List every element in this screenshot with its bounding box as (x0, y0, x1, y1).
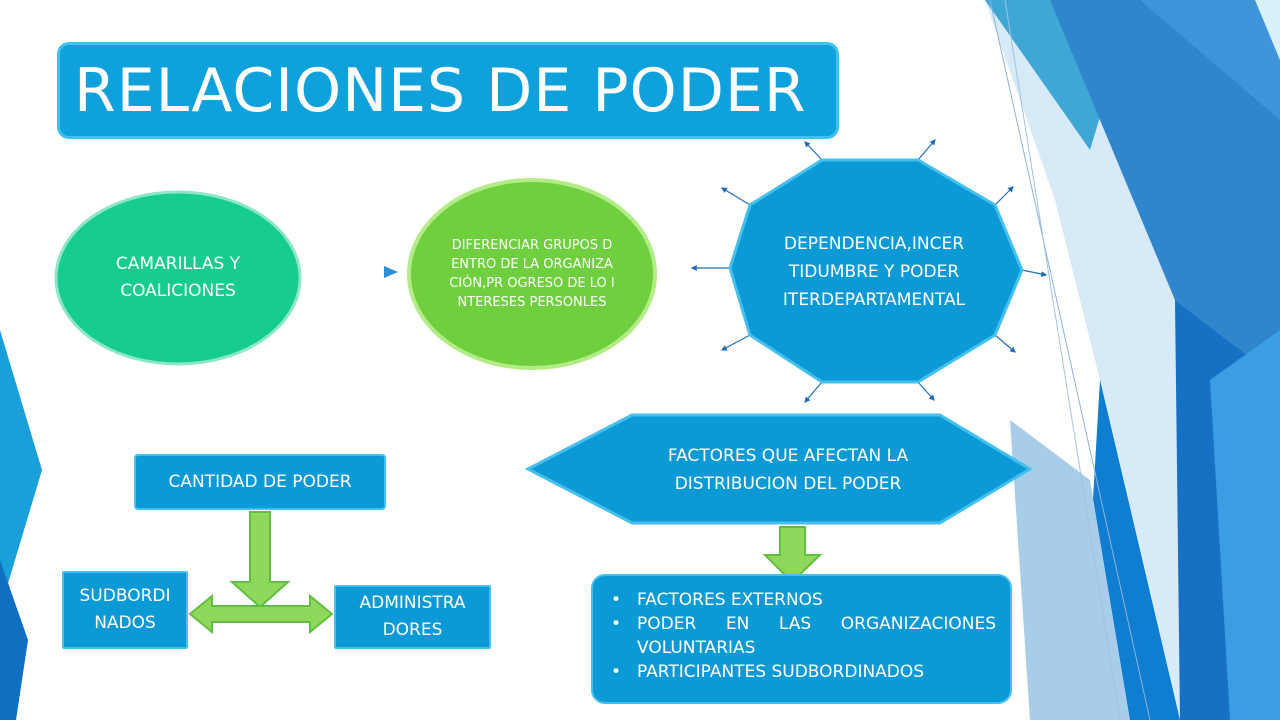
dependencia-label: DEPENDENCIA,INCER TIDUMBRE Y PODER ITERD… (782, 234, 966, 310)
cantidad-label: CANTIDAD DE PODER (168, 472, 352, 492)
connector-arrow (318, 266, 398, 278)
administradores-label: ADMINISTRA DORES (359, 593, 466, 640)
camarillas-label: CAMARILLAS Y COALICIONES (115, 254, 241, 301)
cantidad-node: CANTIDAD DE PODER (134, 454, 386, 510)
camarillas-node: CAMARILLAS Y COALICIONES (80, 220, 276, 336)
diferenciar-ellipse (407, 178, 657, 370)
factores-list-box: FACTORES EXTERNOS PODER EN LAS ORGANIZAC… (591, 574, 1012, 704)
subordinados-node: SUDBORDI NADOS (62, 571, 188, 649)
dependencia-octagon (728, 158, 1024, 384)
cantidad-down-arrow (229, 511, 291, 609)
factores-down-arrow (762, 526, 823, 584)
page-title: RELACIONES DE PODER (74, 55, 807, 126)
camarillas-ellipse (54, 190, 302, 366)
double-arrow (188, 593, 334, 635)
dependencia-node: DEPENDENCIA,INCER TIDUMBRE Y PODER ITERD… (752, 220, 996, 324)
dependencia-octagon-spikes (690, 139, 1048, 403)
subordinados-label: SUDBORDI NADOS (79, 586, 171, 633)
title-banner: RELACIONES DE PODER (57, 42, 839, 139)
list-item: PODER EN LAS ORGANIZACIONES VOLUNTARIAS (611, 612, 996, 660)
factores-label: FACTORES QUE AFECTAN LA DISTRIBUCION DEL… (667, 446, 909, 494)
list-item: PARTICIPANTES SUDBORDINADOS (611, 660, 996, 684)
administradores-node: ADMINISTRA DORES (334, 585, 491, 649)
factores-hexagon (524, 413, 1033, 525)
factores-list: FACTORES EXTERNOS PODER EN LAS ORGANIZAC… (607, 588, 996, 684)
factores-node: FACTORES QUE AFECTAN LA DISTRIBUCION DEL… (640, 424, 936, 516)
list-item: FACTORES EXTERNOS (611, 588, 996, 612)
diferenciar-node: DIFERENCIAR GRUPOS DENTRO DE LA ORGANIZA… (448, 190, 616, 358)
diferenciar-label: DIFERENCIAR GRUPOS DENTRO DE LA ORGANIZA… (449, 238, 615, 310)
